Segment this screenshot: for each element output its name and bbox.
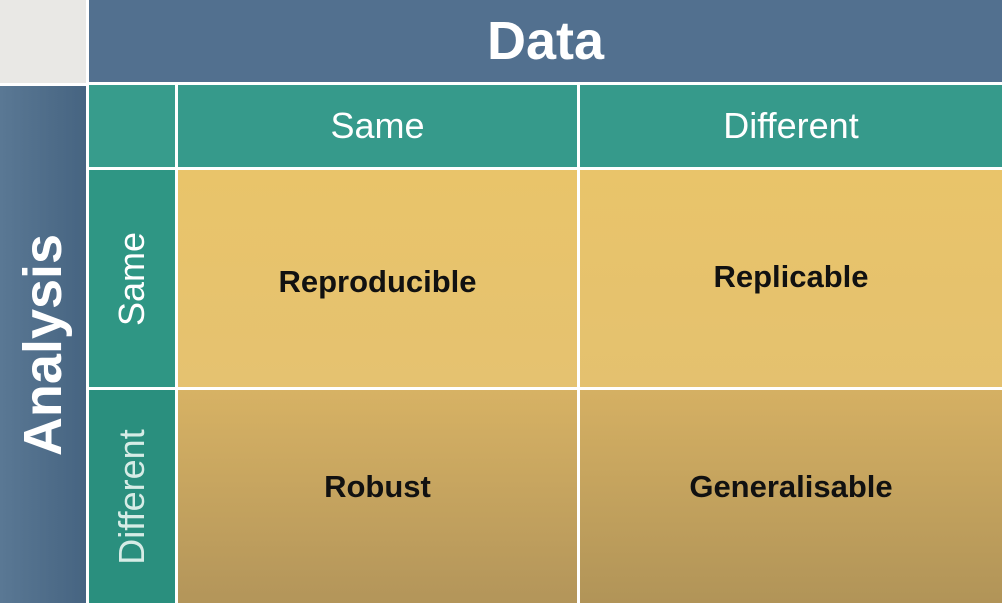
row-header-same-label: Same [111,231,152,326]
analysis-axis-label: Analysis [13,233,73,456]
column-header-different-label: Different [723,105,859,146]
data-axis-label: Data [486,11,605,71]
cell-reproducible: Reproducible [178,170,577,387]
cell-robust: Robust [178,390,577,603]
cell-replicable: Replicable [580,170,1002,387]
row-header-same: Same [89,170,175,387]
cell-generalisable-label: Generalisable [689,468,893,504]
cell-robust-label: Robust [324,468,431,504]
column-header-same-label: Same [330,105,425,146]
row-header-different-label: Different [111,428,152,565]
row-header-different: Different [89,390,175,603]
column-header-different: Different [580,85,1002,167]
cell-replicable-label: Replicable [713,258,869,294]
column-header-same: Same [178,85,577,167]
analysis-axis-header: Analysis [0,86,86,603]
top-left-corner [0,0,86,83]
sub-header-corner [89,85,175,167]
data-axis-header: Data [89,0,1002,82]
cell-generalisable: Generalisable [580,390,1002,603]
cell-reproducible-label: Reproducible [278,263,477,299]
